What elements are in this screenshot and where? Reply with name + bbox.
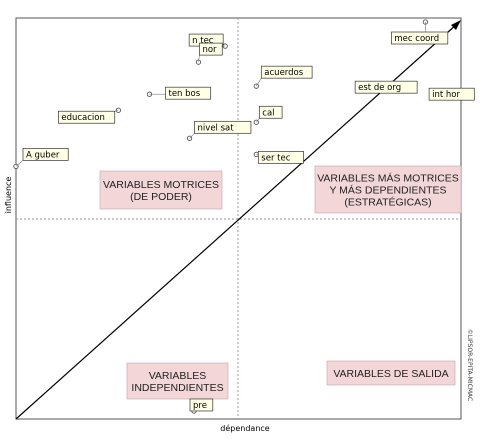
- point-label: acuerdos: [264, 68, 303, 78]
- point-acuerdos: acuerdos: [253, 65, 313, 89]
- credit-text: ©LIPSOR-EPITA-MICMAC: [466, 329, 473, 401]
- point-mec-coord: mec coord: [391, 19, 449, 45]
- zone-independientes-line: VARIABLES: [149, 370, 207, 382]
- zone-independientes-line: INDEPENDIENTES: [131, 382, 223, 394]
- point-label: ser tec: [261, 153, 290, 163]
- point-marker: [115, 107, 122, 113]
- x-axis-label: dépendance: [220, 423, 270, 433]
- point-label: n tec: [192, 36, 214, 46]
- point-leader-line: [114, 109, 119, 112]
- diagonal-arrowhead: [451, 20, 461, 30]
- point-label-box: [258, 105, 283, 119]
- zone-motrices-box: [99, 170, 223, 210]
- point-label-box: [189, 398, 214, 412]
- zone-salida: VARIABLES DE SALIDA: [326, 360, 456, 386]
- point-nivel-sat: nivel sat: [186, 120, 252, 141]
- point-A-guber: A guber: [13, 148, 69, 170]
- point-marker: [253, 119, 259, 125]
- point-label-box: [199, 42, 223, 56]
- point-label: A guber: [26, 150, 60, 160]
- point-nor: nor: [195, 42, 223, 65]
- zone-independientes-box: [126, 362, 229, 400]
- point-label-box: [165, 86, 212, 100]
- point-label: ten bos: [169, 89, 201, 99]
- point-ten-bos: ten bos: [146, 86, 212, 100]
- point-int-hor: int hor: [428, 87, 475, 101]
- point-label: int hor: [432, 90, 460, 100]
- point-label-box: [428, 87, 475, 101]
- point-leader-line: [256, 118, 260, 123]
- zone-estrategicas-line: VARIABLES MÁS MOTRICES: [317, 172, 459, 185]
- zone-motrices-line: (DE PODER): [130, 191, 192, 203]
- point-label-box: [257, 150, 304, 164]
- zone-motrices: VARIABLES MOTRICES(DE PODER): [99, 170, 223, 210]
- zone-estrategicas-line: Y MÁS DEPENDIENTES: [329, 184, 446, 197]
- point-ser-tec: ser tec: [253, 150, 304, 164]
- point-educacion: educacion: [57, 107, 122, 124]
- zone-motrices-line: VARIABLES MOTRICES: [103, 179, 219, 191]
- point-label-box: [260, 65, 313, 79]
- point-label-box: [391, 31, 449, 45]
- zone-labels: VARIABLES MOTRICES(DE PODER) VARIABLES MÁ…: [99, 165, 462, 400]
- point-cal: cal: [253, 105, 283, 125]
- point-label: educacion: [61, 113, 105, 123]
- point-leader-line: [189, 133, 195, 139]
- point-leader-line: [256, 78, 262, 87]
- y-axis-label: influence: [4, 177, 13, 214]
- point-label: nivel sat: [198, 123, 235, 133]
- point-leader-line: [15, 160, 24, 167]
- point-label-box: [354, 80, 418, 94]
- zone-estrategicas-line: (ESTRATÉGICAS): [344, 196, 431, 209]
- zone-salida-box: [326, 360, 456, 386]
- point-label: mec coord: [394, 34, 439, 44]
- zone-salida-line: VARIABLES DE SALIDA: [333, 368, 448, 380]
- point-label-box: [194, 120, 252, 134]
- point-est-de-org: est de org: [354, 80, 418, 94]
- point-label: pre: [193, 401, 207, 411]
- point-label: nor: [202, 45, 217, 55]
- point-pre: pre: [189, 398, 214, 414]
- zone-estrategicas-box: [314, 165, 462, 214]
- point-label-box: [22, 148, 69, 161]
- point-label-box: [57, 110, 116, 124]
- point-leader-line: [198, 55, 200, 63]
- point-label: cal: [262, 108, 274, 118]
- point-label: est de org: [358, 83, 401, 93]
